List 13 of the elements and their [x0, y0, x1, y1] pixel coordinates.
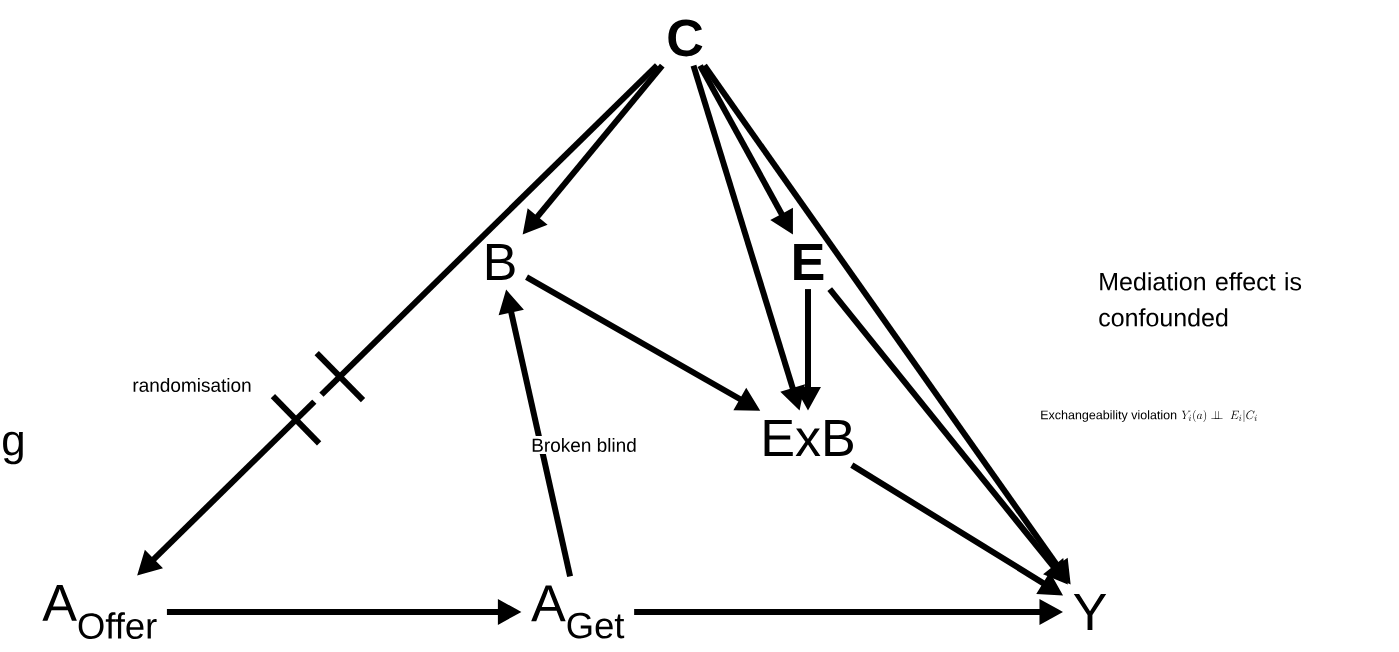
variable-label: ExB	[764, 420, 853, 456]
edge-label: randomisation	[130, 376, 254, 394]
note-text: Exchangeability violation	[1041, 410, 1177, 422]
variable-label: A$_{Offer}$	[42, 585, 157, 639]
variable-label: E	[794, 244, 824, 280]
variable-label: B	[486, 244, 515, 280]
note-text: Mediation effect is confounded	[1099, 272, 1302, 327]
variable-label: A$_{Get}$	[531, 585, 625, 639]
variable-label: Y	[1073, 594, 1107, 630]
edge-label: Broken blind	[529, 436, 639, 454]
variable-label: C	[668, 19, 703, 57]
word-fragment: g	[3, 431, 23, 465]
formula: $Y_i(a) \perp\!\!\!\perp\; E_i|C_i$	[1181, 410, 1257, 422]
